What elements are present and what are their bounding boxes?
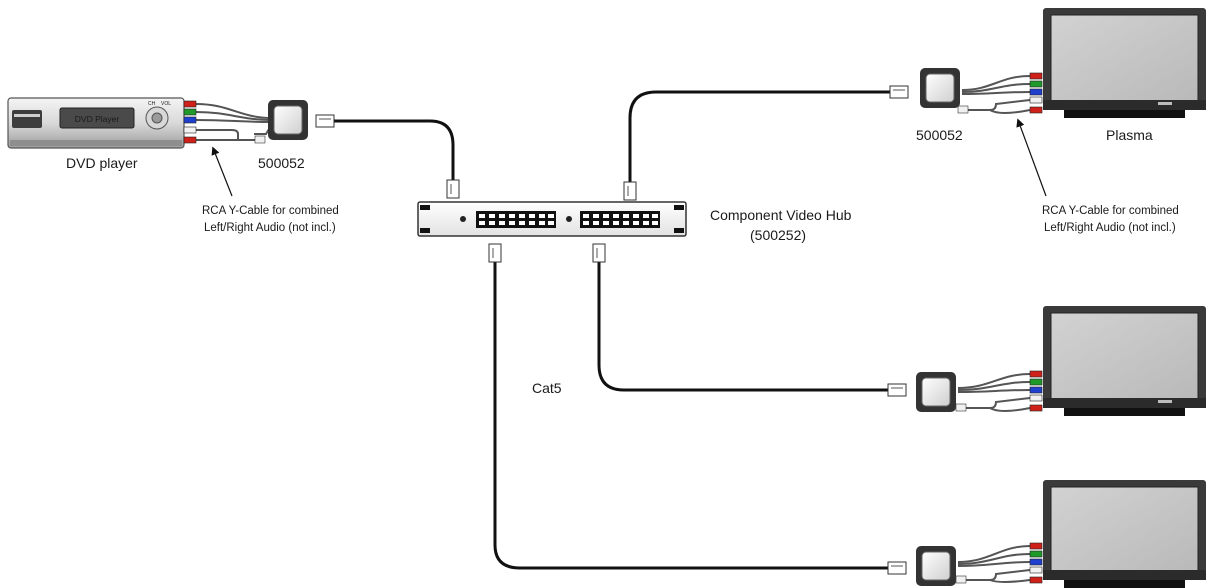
balun-display-2 — [916, 372, 956, 412]
balun-left-label: 500052 — [258, 155, 305, 171]
rca-plug-red-audio — [183, 136, 197, 144]
rca-cables-plasma — [961, 75, 1031, 114]
rj45-hub-out-2 — [592, 243, 606, 263]
hub-port-bank-1 — [476, 211, 556, 228]
cat5-label: Cat5 — [532, 380, 562, 396]
rca-plug-white — [183, 126, 197, 134]
rca-cables-dvd — [195, 103, 273, 141]
rj45-dvd-side — [315, 114, 335, 128]
dvd-player: DVD Player CH VOL — [7, 97, 185, 149]
rj45-hub-out-3 — [488, 243, 502, 263]
rca-callout-right-line2: Left/Right Audio (not incl.) — [1044, 222, 1176, 234]
callout-arrow-left — [211, 146, 233, 197]
rca-plugs-dvd — [183, 100, 266, 144]
plasma-display — [1043, 8, 1206, 118]
hub-title-label: Component Video Hub — [710, 207, 852, 223]
dvd-tray — [12, 110, 42, 128]
callout-arrow-right — [1016, 118, 1047, 197]
rca-y-junction — [254, 135, 266, 144]
rca-plug-blue — [183, 116, 197, 124]
rj45-hub-in — [446, 179, 460, 199]
plasma-label: Plasma — [1106, 127, 1153, 143]
rca-cables-display-3 — [957, 545, 1031, 583]
rca-callout-left-line1: RCA Y-Cable for combined — [202, 205, 339, 217]
dvd-button-left-label: CH — [148, 101, 156, 107]
dvd-display-text: DVD Player — [75, 114, 120, 124]
cable-hub-to-display-2 — [597, 260, 890, 392]
rca-plugs-display-3 — [955, 542, 1043, 584]
balun-right-label: 500052 — [916, 127, 963, 143]
display-3 — [1043, 480, 1206, 588]
rca-plug-red — [183, 100, 197, 108]
cable-hub-to-plasma — [628, 90, 892, 184]
hub-rack-ear-right — [674, 205, 684, 210]
balun-dvd-side — [268, 100, 308, 140]
balun-plasma-side — [920, 68, 960, 108]
hub-led-left — [460, 216, 466, 222]
dvd-display-panel — [59, 107, 135, 129]
rca-plugs-display-2 — [955, 370, 1043, 412]
rj45-display-3-side — [887, 561, 907, 575]
hub-model-label: (500252) — [750, 227, 806, 243]
rca-cables-display-2 — [957, 373, 1031, 412]
hub-led-right — [566, 216, 572, 222]
component-video-hub — [417, 201, 687, 237]
rj45-display-2-side — [887, 383, 907, 397]
rca-plugs-plasma — [957, 72, 1043, 114]
rca-callout-right-line1: RCA Y-Cable for combined — [1042, 205, 1179, 217]
rj45-hub-out-1 — [623, 181, 637, 201]
hub-rack-ear-left — [420, 205, 430, 210]
hub-port-bank-2 — [580, 211, 660, 228]
display-2 — [1043, 306, 1206, 416]
cable-dvd-to-hub — [332, 119, 455, 182]
rj45-plasma-side — [889, 85, 909, 99]
rj45-connectors — [315, 85, 909, 575]
cable-hub-to-display-3 — [493, 260, 890, 570]
rca-callout-left-line2: Left/Right Audio (not incl.) — [204, 222, 336, 234]
plasma-stand — [1064, 110, 1185, 118]
balun-display-3 — [916, 546, 956, 586]
rca-plug-green — [183, 108, 197, 116]
cat5-cables — [332, 90, 892, 570]
dvd-button-right-label: VOL — [161, 101, 171, 107]
dvd-player-label: DVD player — [66, 155, 138, 171]
